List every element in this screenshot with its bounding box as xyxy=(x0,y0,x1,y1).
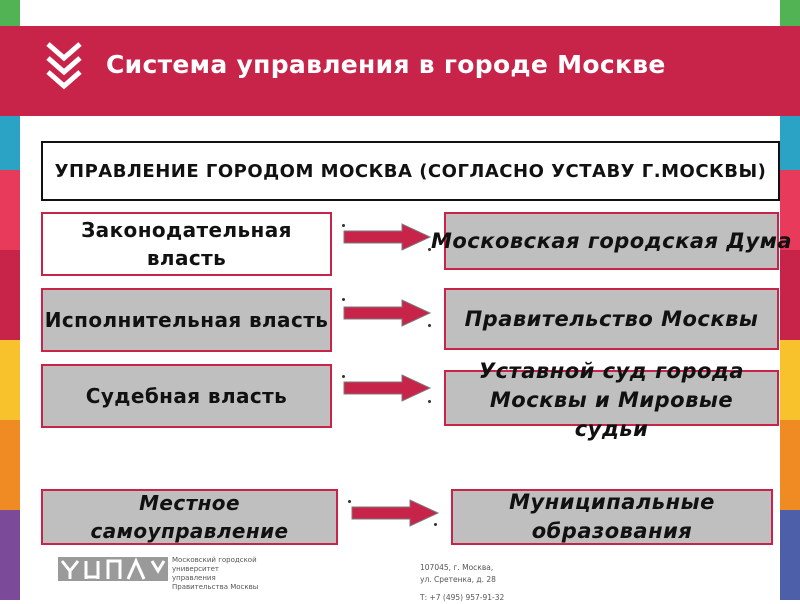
chevrons-down-icon xyxy=(46,42,82,90)
logo-caption: Московский городской университет управле… xyxy=(172,556,259,591)
edge-stripe xyxy=(0,250,20,340)
edge-stripe xyxy=(780,510,800,600)
right-arrow-icon xyxy=(343,223,432,251)
university-logo xyxy=(58,557,168,581)
body-box-municipal: Муниципальные образования xyxy=(451,489,773,545)
footer-address: 107045, г. Москва, ул. Сретенка, д. 28 Т… xyxy=(420,562,504,604)
edge-stripe xyxy=(780,250,800,340)
right-arrow-icon xyxy=(343,374,432,402)
title-banner xyxy=(0,26,800,116)
branch-box-legislative: Законодательная власть xyxy=(41,212,332,276)
body-box-courts: Уставной суд города Москвы и Мировые суд… xyxy=(444,359,779,441)
phone-line: Т: +7 (495) 957-91-32 xyxy=(420,593,505,602)
edge-stripe xyxy=(780,170,800,250)
right-arrow-icon xyxy=(351,499,440,527)
bullet-dot xyxy=(348,500,351,503)
branch-label: Местное самоуправление xyxy=(90,491,289,543)
branch-box-local: Местное самоуправление xyxy=(41,489,338,545)
branch-box-judicial: Судебная власть xyxy=(41,364,332,428)
right-arrow-icon xyxy=(343,299,432,327)
main-heading-box: УПРАВЛЕНИЕ ГОРОДОМ МОСКВА (СОГЛАСНО УСТА… xyxy=(41,141,780,201)
bullet-dot xyxy=(428,248,431,251)
address-line: ул. Сретенка, д. 28 xyxy=(420,575,496,584)
bullet-dot xyxy=(428,324,431,327)
edge-stripe xyxy=(780,420,800,510)
main-heading-text: УПРАВЛЕНИЕ ГОРОДОМ МОСКВА (СОГЛАСНО УСТА… xyxy=(54,160,767,182)
body-label: Правительство Москвы xyxy=(464,306,759,331)
edge-stripe xyxy=(0,170,20,250)
body-label: Московская городская Дума xyxy=(430,228,793,253)
edge-stripe xyxy=(0,510,20,600)
body-label: Уставной суд города Москвы и Мировые суд… xyxy=(478,358,745,441)
branch-label: Законодательная власть xyxy=(81,218,292,270)
bullet-dot xyxy=(342,375,345,378)
branch-box-executive: Исполнительная власть xyxy=(41,288,332,352)
body-box-duma: Московская городская Дума xyxy=(431,212,792,270)
address-line: 107045, г. Москва, xyxy=(420,563,494,572)
branch-label: Судебная власть xyxy=(85,384,288,408)
bullet-dot xyxy=(428,400,431,403)
branch-label: Исполнительная власть xyxy=(44,308,329,332)
edge-stripe xyxy=(0,340,20,420)
edge-stripe xyxy=(780,340,800,420)
bullet-dot xyxy=(434,523,437,526)
page-title: Система управления в городе Москве xyxy=(106,50,666,79)
bullet-dot xyxy=(342,298,345,301)
body-label: Муниципальные образования xyxy=(509,490,715,543)
bullet-dot xyxy=(342,224,345,227)
edge-stripe xyxy=(0,420,20,510)
body-box-government: Правительство Москвы xyxy=(444,288,779,350)
